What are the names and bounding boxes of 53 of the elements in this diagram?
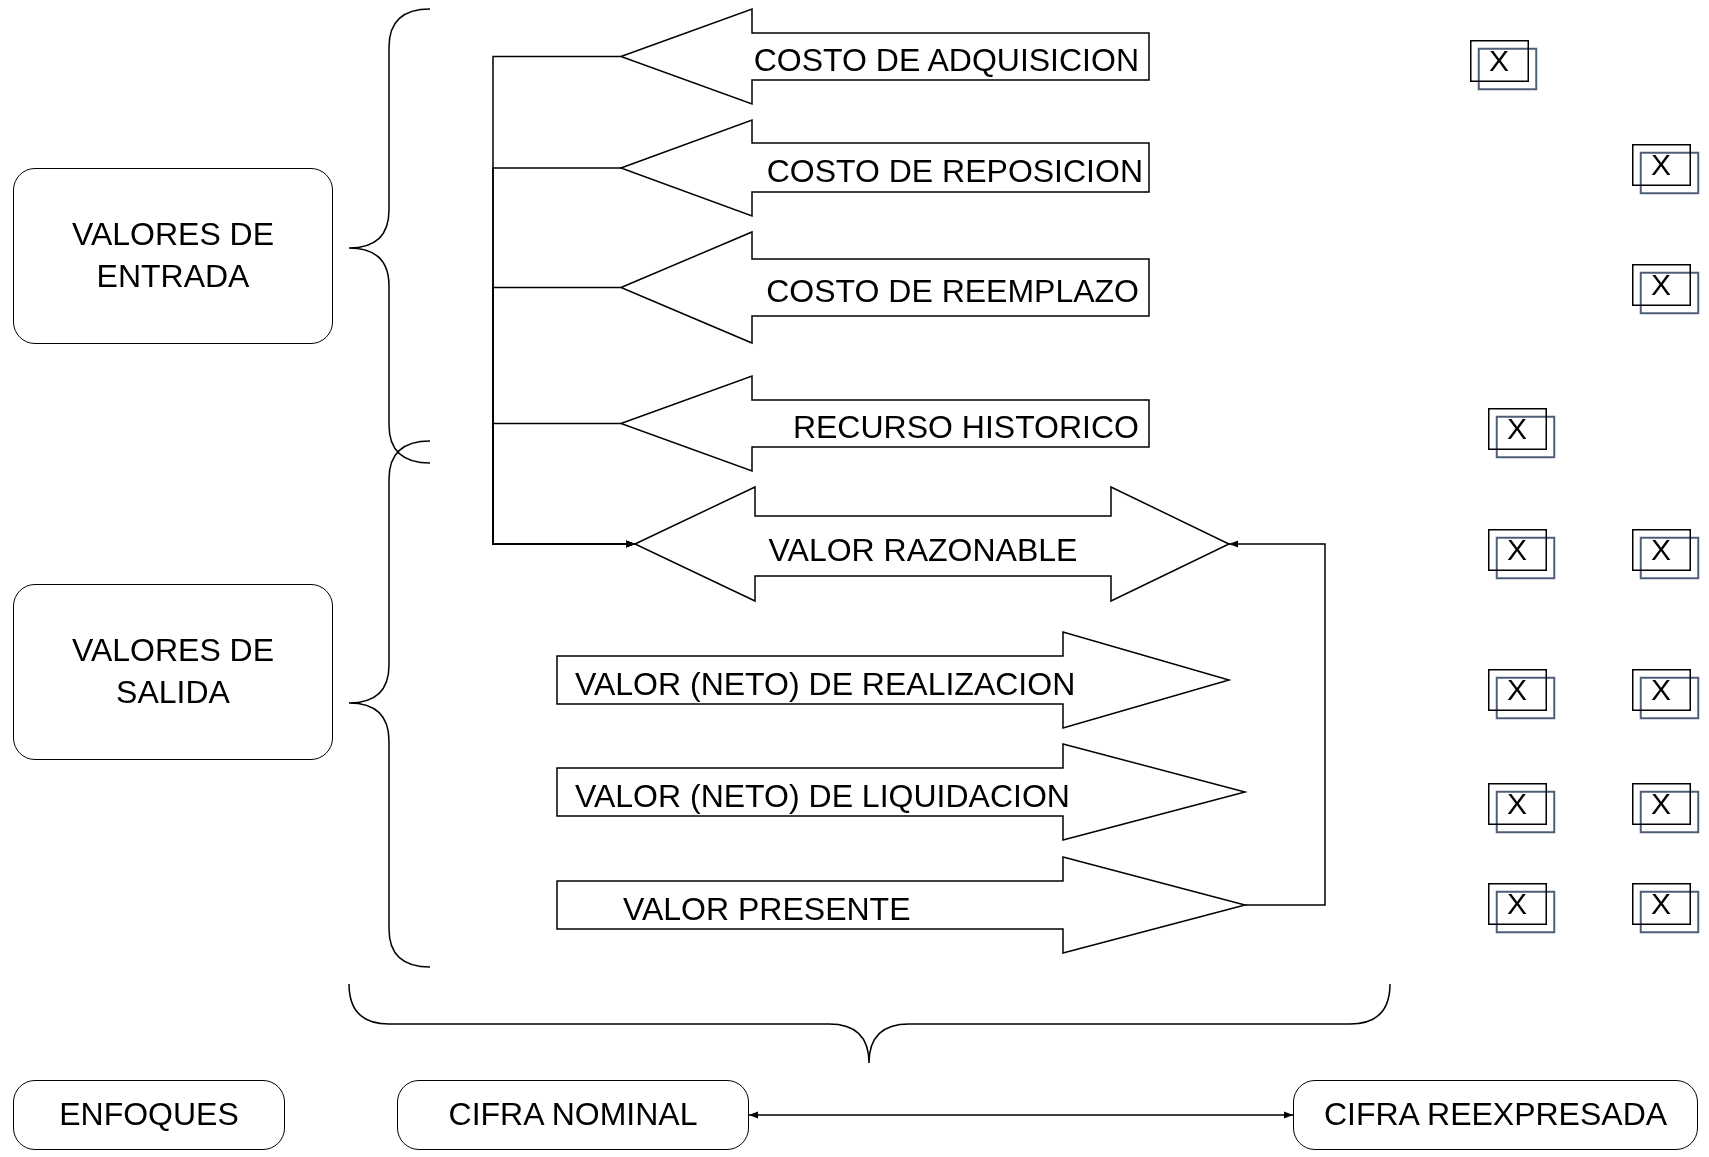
left-arrow-shape (621, 376, 1149, 471)
checkbox (1632, 144, 1698, 194)
check-mark: X (1506, 672, 1528, 708)
checkbox (1632, 669, 1698, 719)
rounded-box (397, 1080, 749, 1150)
check-mark: X (1650, 786, 1672, 822)
rounded-box (13, 168, 333, 344)
left-arrow-shape (621, 120, 1149, 216)
checkbox (1488, 783, 1554, 833)
check-mark: X (1650, 672, 1672, 708)
checkbox (1632, 783, 1698, 833)
arrow-label: RECURSO HISTORICO (791, 408, 1139, 447)
double-arrow-shape (635, 487, 1229, 601)
arrow-label: VALOR (NETO) DE LIQUIDACION (575, 776, 1071, 816)
right-arrow-shape (557, 632, 1229, 728)
arrow-label: COSTO DE ADQUISICION (752, 41, 1139, 80)
left-arrow-shape (621, 9, 1149, 104)
check-mark: X (1650, 267, 1672, 303)
check-mark: X (1506, 532, 1528, 568)
rounded-box (1293, 1080, 1698, 1150)
box-label: VALORES DE SALIDA (70, 631, 276, 712)
box-label: VALORES DE ENTRADA (70, 215, 276, 296)
checkbox (1632, 529, 1698, 579)
check-mark: X (1488, 43, 1510, 79)
box-label: CIFRA REEXPRESADA (1323, 1095, 1668, 1135)
arrow-label: VALOR (NETO) DE REALIZACION (575, 664, 1077, 704)
connector-arrow (748, 1111, 1294, 1119)
right-arrow-shape (557, 744, 1245, 840)
rounded-box (13, 1080, 285, 1150)
checkbox (1488, 408, 1554, 458)
checkbox (1632, 883, 1698, 933)
checkbox (1488, 529, 1554, 579)
check-mark: X (1506, 886, 1528, 922)
left-arrow-shape (621, 232, 1149, 343)
check-mark: X (1650, 886, 1672, 922)
arrow-label: COSTO DE REEMPLAZO (765, 272, 1139, 311)
box-label: CIFRA NOMINAL (448, 1095, 698, 1135)
check-mark: X (1506, 411, 1528, 447)
checkbox (1632, 264, 1698, 314)
check-mark: X (1506, 786, 1528, 822)
checkbox (1488, 669, 1554, 719)
rounded-box (13, 584, 333, 760)
arrow-label: VALOR PRESENTE (623, 889, 912, 929)
check-mark: X (1650, 532, 1672, 568)
arrow-label: VALOR RAZONABLE (767, 530, 1079, 570)
arrow-label: COSTO DE REPOSICION (765, 152, 1143, 191)
check-mark: X (1650, 147, 1672, 183)
box-label: ENFOQUES (59, 1095, 239, 1135)
checkbox (1488, 883, 1554, 933)
checkbox (1470, 40, 1536, 90)
right-arrow-shape (557, 857, 1245, 953)
connector-arrow (492, 422, 636, 548)
connector-arrow (1228, 540, 1326, 906)
